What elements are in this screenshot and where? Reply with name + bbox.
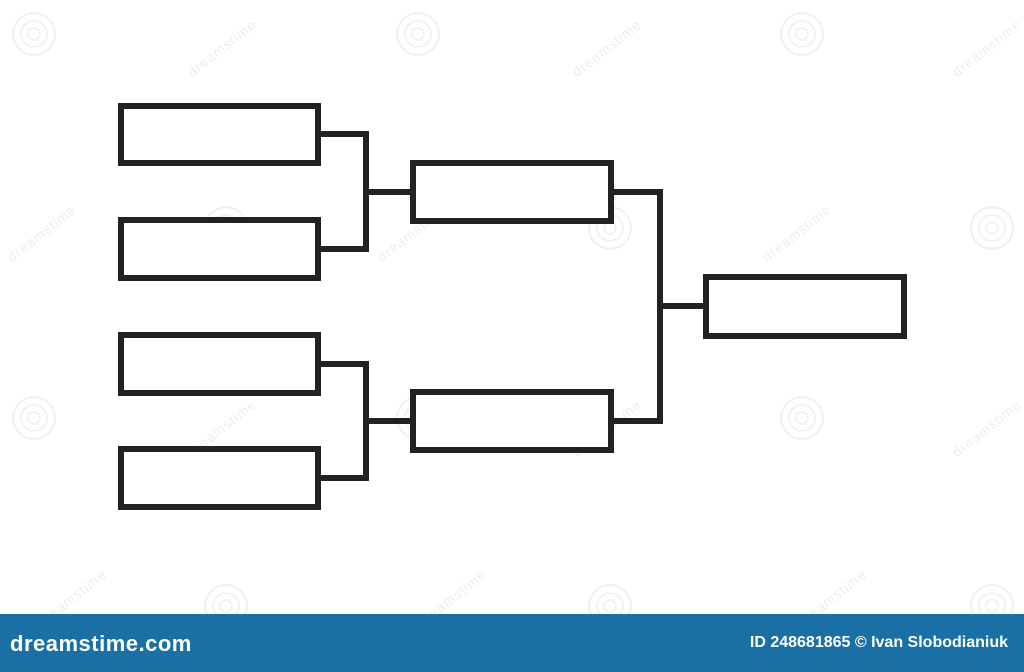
- connector-line-q3-q4: [315, 361, 369, 481]
- connector-line-semis: [608, 189, 663, 424]
- bracket-connectors: [315, 131, 707, 481]
- footer-brand-logo[interactable]: dreamstime.com: [10, 631, 192, 656]
- bracket-slot-round1-2: [118, 217, 321, 281]
- bracket-canvas: dreamstime dreamstime dreamstime dreamst…: [4, 12, 1024, 630]
- footer-bar: dreamstime.com ID 248681865 © Ivan Slobo…: [0, 614, 1024, 672]
- bracket-slot-round2-2: [410, 389, 614, 453]
- bracket-slot-final: [703, 274, 907, 339]
- bracket-slot-round2-1: [410, 160, 614, 224]
- footer-image-credit: ID 248681865 © Ivan Slobodianiuk: [749, 634, 1008, 651]
- watermark-swirl-icon: [780, 396, 824, 440]
- connector-line-q1-q2: [315, 131, 369, 252]
- bracket-slot-round1-1: [118, 103, 321, 166]
- watermark-swirl-icon: [970, 206, 1014, 250]
- watermark-swirl-icon: [12, 12, 56, 56]
- watermark-swirl-icon: [12, 396, 56, 440]
- watermark-swirl-icon: [780, 12, 824, 56]
- watermark-swirl-icon: [396, 12, 440, 56]
- bracket-slot-round1-3: [118, 332, 321, 396]
- bracket-slot-round1-4: [118, 446, 321, 510]
